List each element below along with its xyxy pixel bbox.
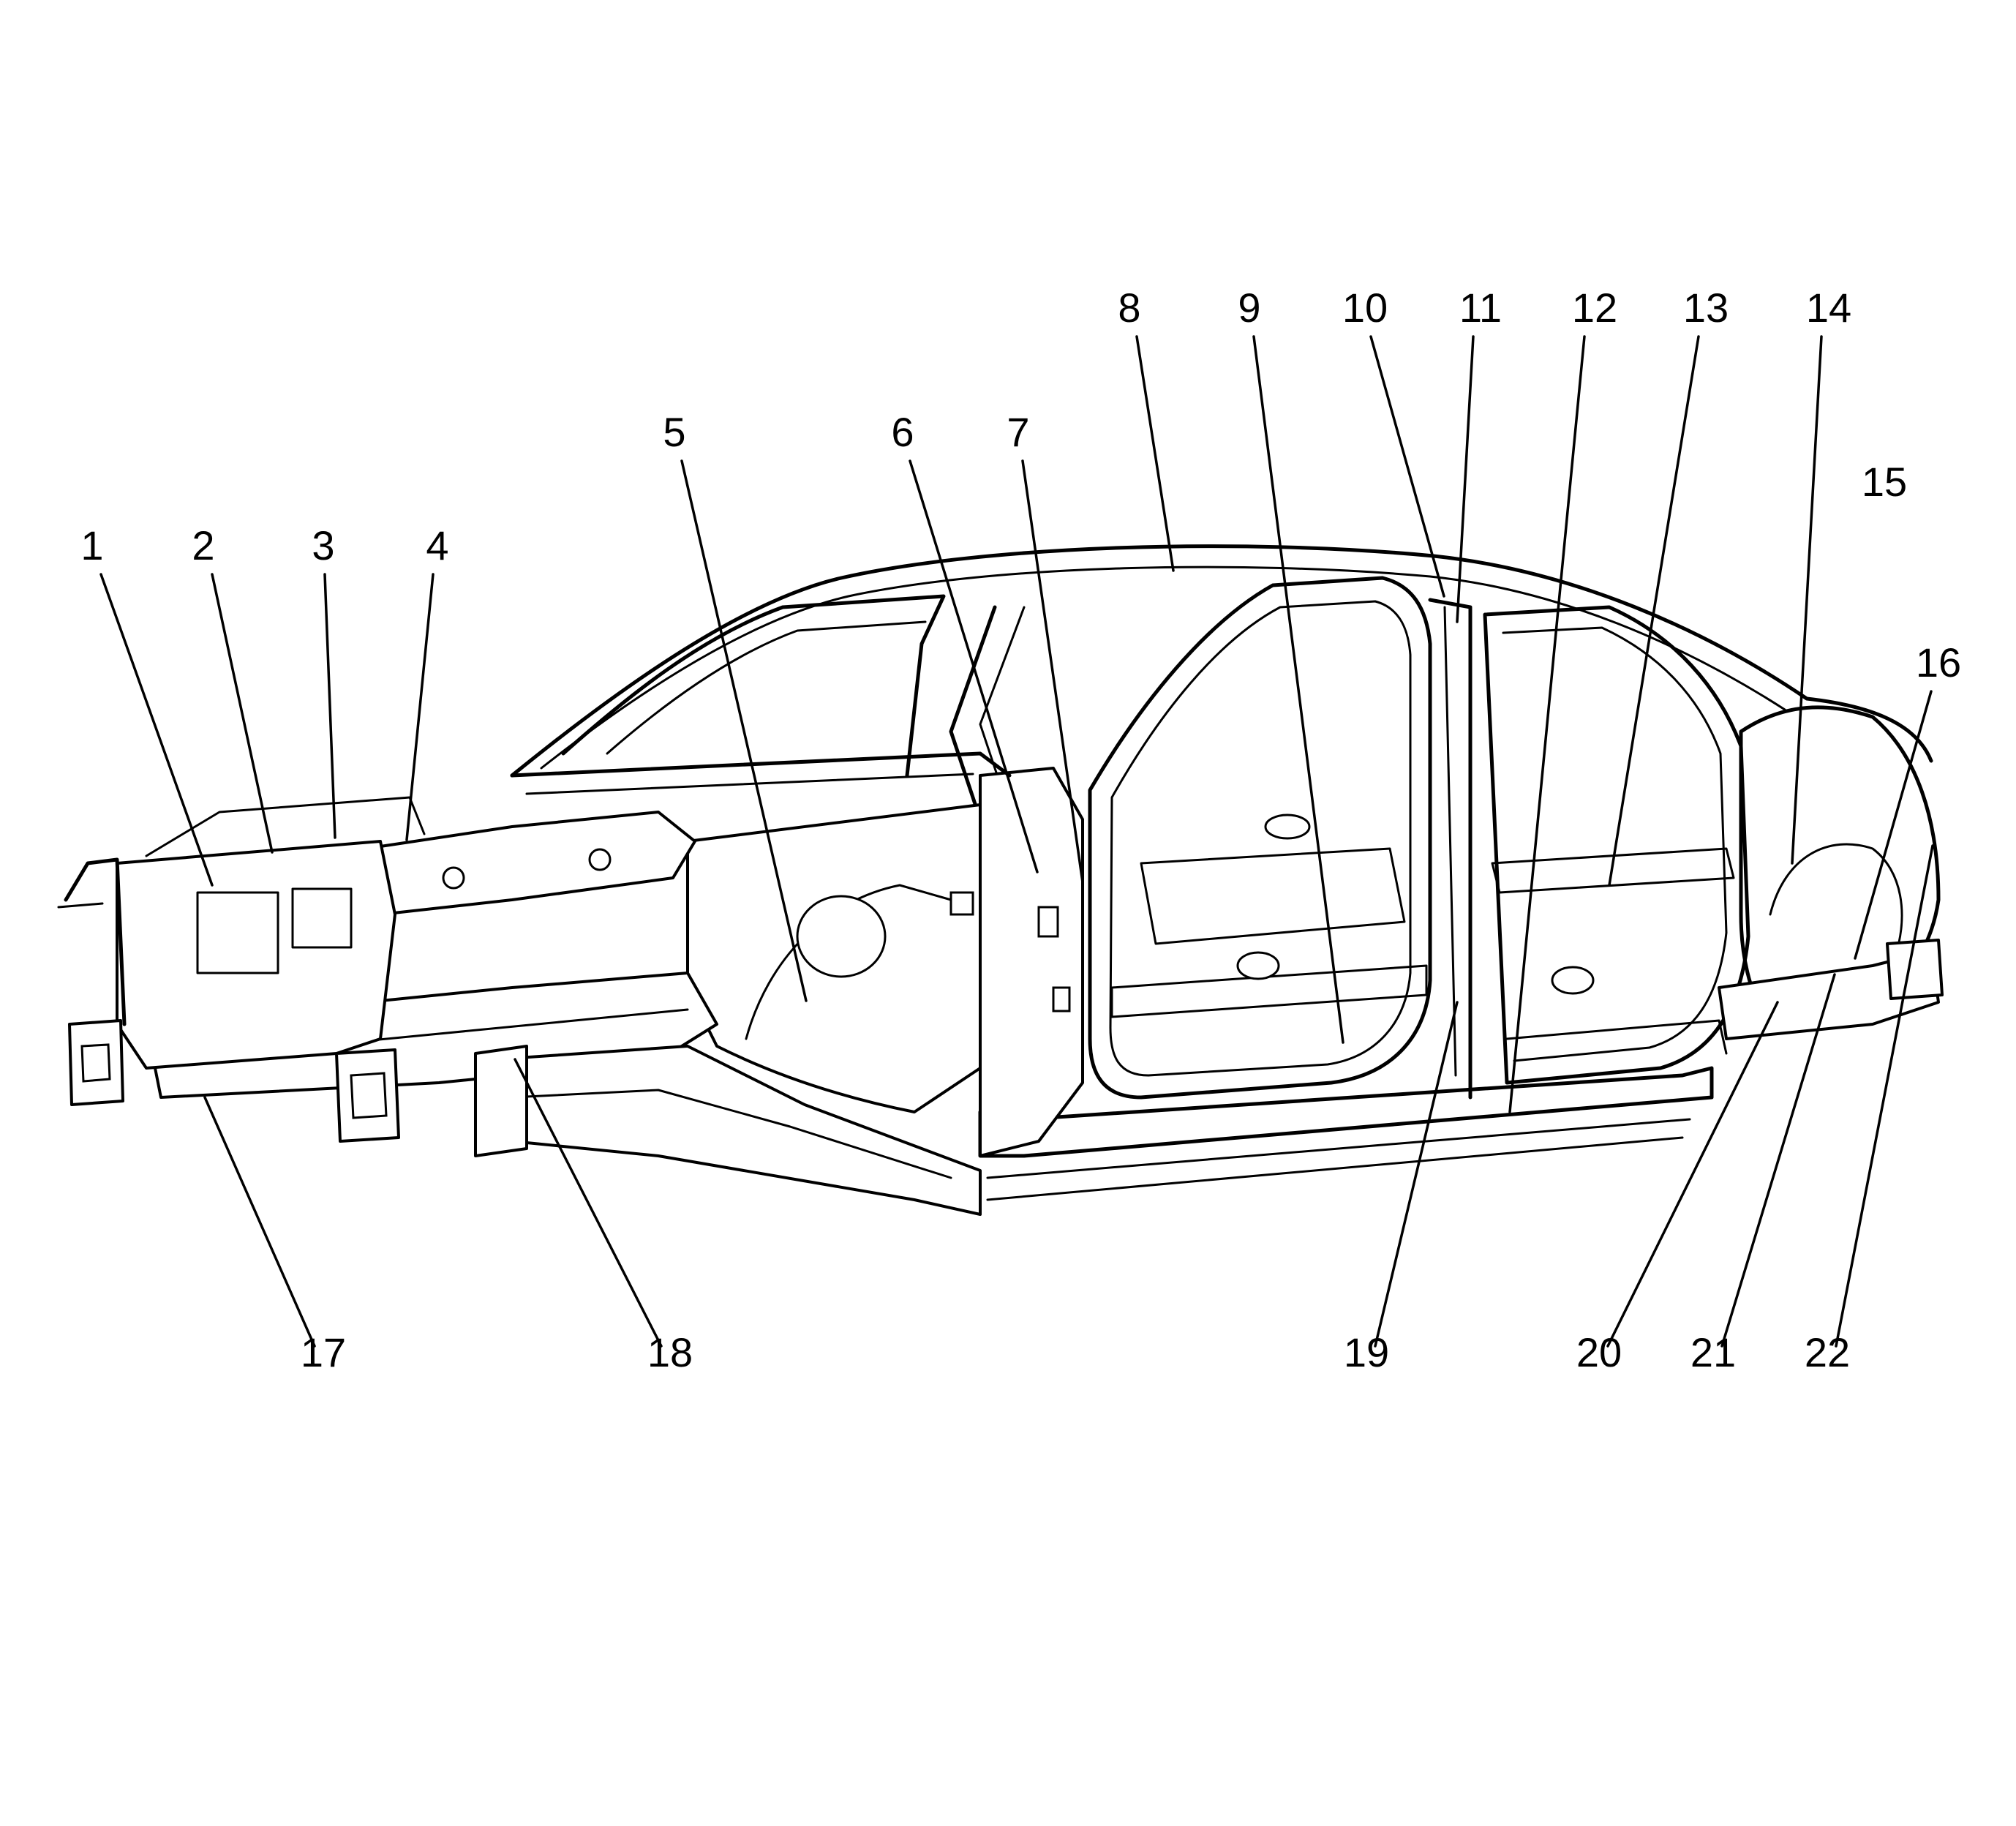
floor-cross-member — [1110, 964, 1428, 1018]
callout-label-11: 11 — [1459, 285, 1502, 331]
rear-shelf — [1491, 847, 1735, 894]
callout-leader-5 — [680, 459, 808, 1002]
callout-leader-4 — [405, 573, 435, 841]
rail-hole-2 — [588, 848, 612, 871]
callout-leader-14 — [1791, 335, 1823, 865]
callout-leader-21 — [1720, 973, 1836, 1348]
callout-label-21: 21 — [1690, 1329, 1736, 1375]
cowl-inner — [525, 773, 974, 795]
callout-label-1: 1 — [80, 522, 103, 568]
apron-tab — [949, 891, 974, 916]
callout-leader-18 — [514, 1058, 663, 1348]
callout-label-7: 7 — [1007, 409, 1029, 455]
front-door-opening — [1088, 576, 1432, 1100]
radiator-support-top — [145, 796, 426, 857]
radiator-support-bracket-2 — [291, 887, 353, 949]
callout-label-15: 15 — [1862, 459, 1907, 505]
floor-plug-1 — [1236, 951, 1280, 980]
floor-plug-2 — [1551, 966, 1595, 995]
radiator-support — [116, 840, 396, 1070]
callout-label-12: 12 — [1572, 285, 1617, 331]
rear-door-opening-inner — [1502, 626, 1728, 1062]
bumper-mount-right-opening — [350, 1072, 388, 1119]
front-cross-member — [64, 857, 127, 1026]
callout-label-13: 13 — [1683, 285, 1729, 331]
b-pillar-inner — [1443, 606, 1457, 1077]
callout-leader-3 — [323, 573, 336, 839]
callout-label-5: 5 — [663, 409, 685, 455]
rear-floor — [1505, 1019, 1728, 1055]
callout-leader-9 — [1252, 335, 1344, 1044]
callout-label-6: 6 — [891, 409, 914, 455]
callout-label-10: 10 — [1342, 285, 1388, 331]
rear-door-opening — [1483, 605, 1750, 1085]
callout-label-9: 9 — [1238, 285, 1260, 331]
hinge-pillar-slot-2 — [1052, 986, 1071, 1012]
hinge-pillar-slot — [1037, 906, 1059, 938]
callout-leader-17 — [203, 1096, 316, 1348]
front-cross-member-edge — [57, 902, 104, 909]
callout-label-14: 14 — [1806, 285, 1851, 331]
b-pillar — [1428, 598, 1472, 1100]
callout-label-22: 22 — [1805, 1329, 1850, 1375]
callout-leader-19 — [1374, 1001, 1459, 1348]
front-upper-rail — [364, 811, 696, 916]
callout-leader-20 — [1606, 1001, 1779, 1348]
callout-leader-13 — [1608, 335, 1700, 887]
windshield-frame — [561, 594, 946, 778]
body-structure-line-art — [57, 544, 1944, 1216]
rear-bumper-mount — [1886, 939, 1944, 1000]
cowl-top — [510, 751, 1012, 778]
callout-leader-8 — [1135, 335, 1175, 572]
callout-label-4: 4 — [426, 522, 448, 568]
rocker-panel-lower — [986, 1118, 1691, 1179]
callout-label-17: 17 — [301, 1329, 346, 1375]
callout-label-3: 3 — [312, 522, 334, 568]
callout-label-8: 8 — [1118, 285, 1140, 331]
front-door-opening-inner — [1109, 600, 1412, 1077]
front-subframe-lower — [474, 1045, 528, 1157]
rear-seat-bulkhead — [1140, 847, 1406, 945]
callout-label-19: 19 — [1344, 1329, 1389, 1375]
callout-leader-12 — [1508, 335, 1586, 1113]
callout-leader-16 — [1854, 690, 1933, 960]
callout-leader-2 — [211, 573, 274, 854]
rocker-panel — [978, 1066, 1714, 1158]
callout-label-20: 20 — [1576, 1329, 1622, 1375]
strut-tower-opening — [796, 895, 887, 978]
callout-label-18: 18 — [647, 1329, 693, 1375]
radiator-support-bracket — [196, 891, 279, 974]
callout-leader-10 — [1369, 335, 1445, 598]
seat-mount-1 — [1264, 814, 1311, 840]
windshield-inner — [606, 620, 927, 755]
front-floor-pan-rib — [511, 1089, 952, 1179]
rail-hole-1 — [442, 866, 465, 890]
callout-leader-11 — [1456, 335, 1475, 623]
callout-label-2: 2 — [192, 522, 214, 568]
callout-label-16: 16 — [1916, 639, 1961, 685]
callout-leader-7 — [1021, 459, 1084, 884]
callout-leader-22 — [1835, 844, 1934, 1348]
rocker-panel-flange — [986, 1136, 1684, 1201]
callout-leader-1 — [99, 573, 214, 887]
rear-wheel-arch — [1769, 843, 1903, 960]
roof-outline — [510, 544, 1933, 778]
bumper-mount-left-opening — [80, 1043, 111, 1083]
roof-inner-rail — [540, 566, 1786, 770]
hinge-pillar — [979, 767, 1084, 1157]
callout-leader-6 — [909, 459, 1039, 873]
